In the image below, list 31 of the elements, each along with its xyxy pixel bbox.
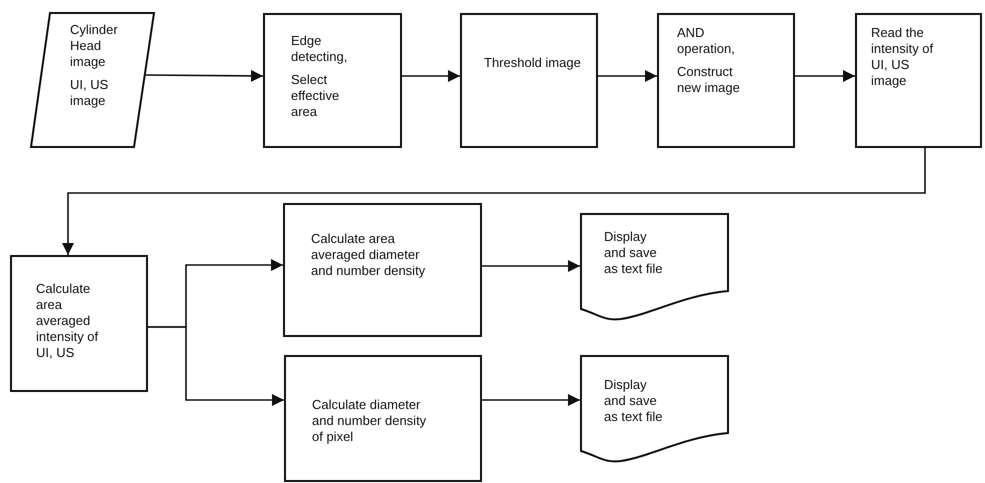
process-box [460, 13, 598, 148]
process-box [284, 355, 482, 482]
node-text: Calculate area averaged diameter and number density [311, 231, 426, 279]
arrow [148, 326, 284, 406]
arrow [482, 260, 580, 272]
arrow [62, 148, 926, 255]
process-box [10, 255, 148, 392]
arrow [482, 394, 580, 406]
node-text: Threshold image [484, 55, 582, 71]
arrow [598, 70, 657, 82]
process-box [657, 13, 795, 148]
node-text: Calculate diameter and number density of pixel [312, 397, 428, 445]
node-text: Display and save as text file [604, 377, 664, 425]
node-text: Construct new image [677, 64, 741, 96]
node-text: Edge detecting, [291, 33, 348, 65]
node-text: Calculate area averaged intensity of UI, US [36, 281, 100, 361]
document-shape [580, 355, 729, 465]
arrow [795, 70, 855, 82]
arrow [146, 70, 263, 82]
process-box [263, 13, 402, 148]
node-text: Read the intensity of UI, US image [871, 25, 934, 89]
node-text: Display and save as text file [604, 229, 664, 277]
node-text: Cylinder Head image [70, 22, 119, 70]
input-parallelogram [30, 12, 155, 148]
document-shape [580, 213, 729, 323]
arrow [402, 70, 460, 82]
process-box [283, 203, 482, 337]
node-text: AND operation, [677, 25, 736, 57]
process-box [855, 13, 982, 148]
node-text: UI, US image [70, 77, 110, 109]
node-text: Select effective area [291, 72, 340, 120]
